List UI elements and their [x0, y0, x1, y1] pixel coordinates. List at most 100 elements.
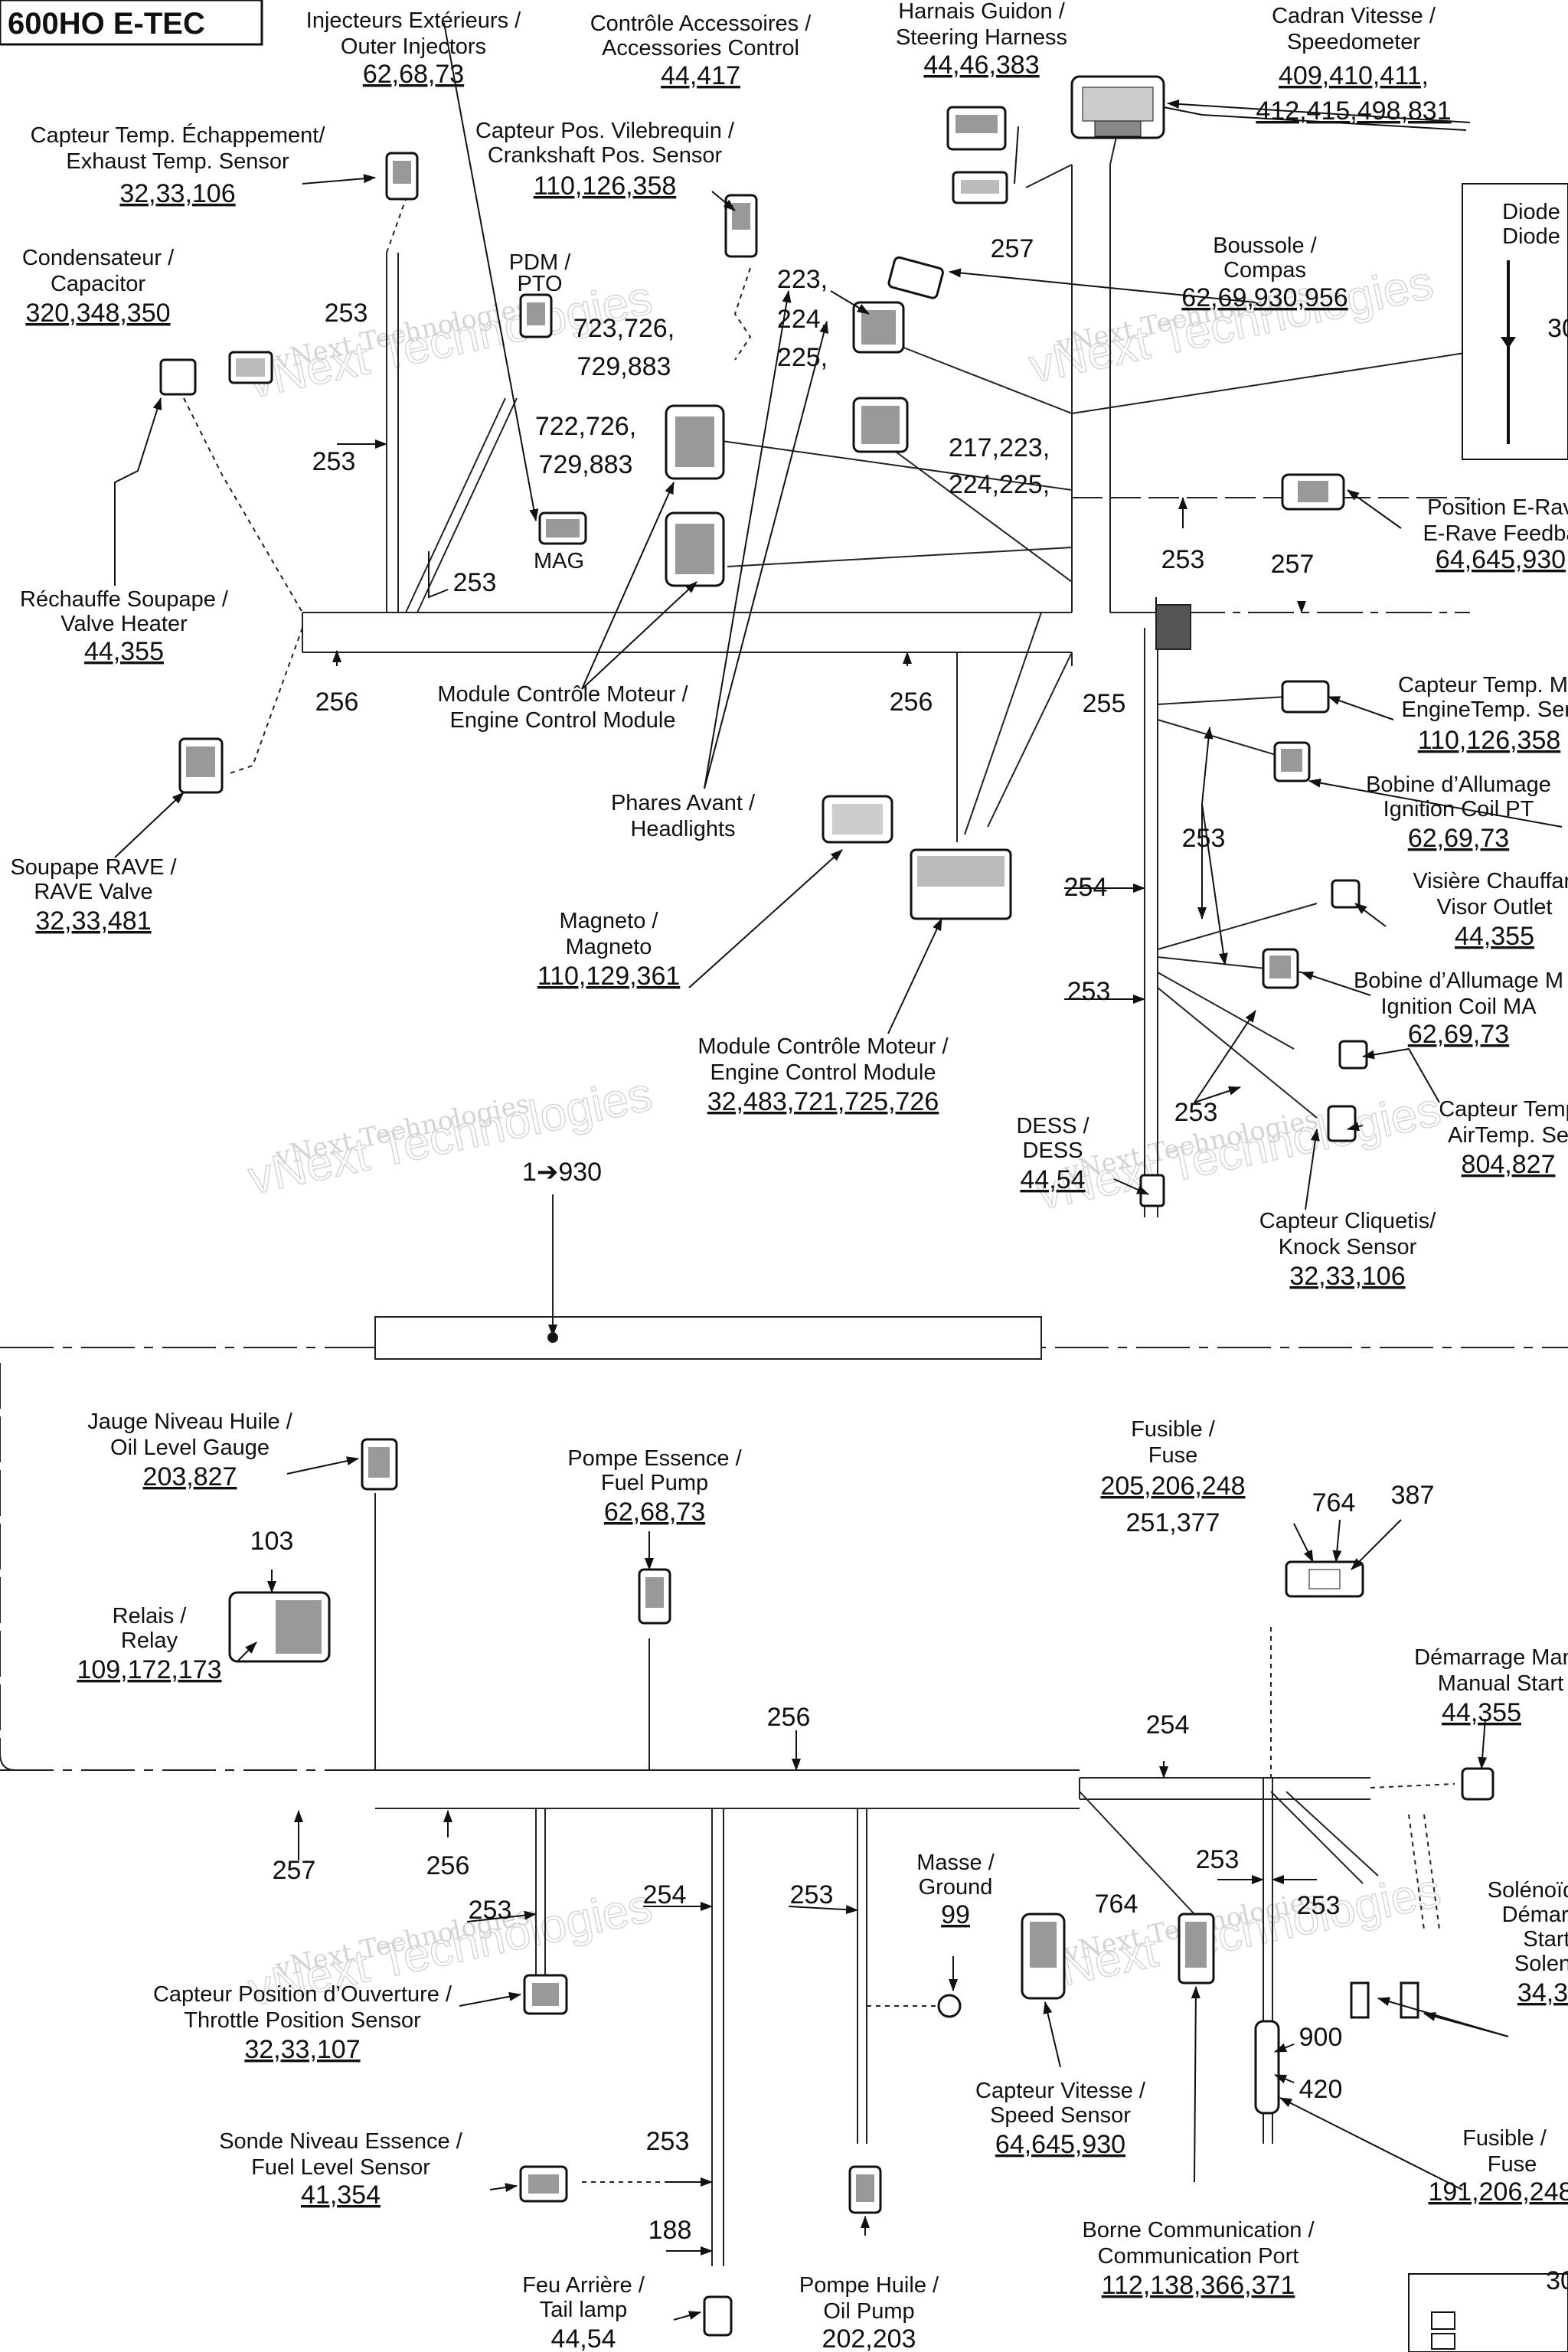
wire-label: 253: [469, 1896, 512, 1925]
bottom-leaders: [237, 1456, 1509, 2321]
parts-diode: 30: [1547, 314, 1568, 343]
connector-icon: [703, 2295, 733, 2337]
label-fuse-bottom-en: Fuse: [1488, 2152, 1537, 2177]
top-labels: Injecteurs Extérieurs / Outer Injectors …: [10, 0, 1568, 1291]
ref-722: 722,726,: [535, 412, 636, 441]
label-exhaust-fr: Capteur Temp. Échappement/: [31, 122, 326, 148]
connector-icon: [852, 397, 909, 453]
parts-erave: 64,645,930: [1436, 545, 1566, 574]
ref-188: 188: [648, 2216, 692, 2245]
parts-steering: 44,46,383: [923, 51, 1039, 80]
parts-speed-sensor: 64,645,930: [995, 2130, 1125, 2159]
connector-icon: [946, 106, 1007, 151]
top-leaders: [114, 22, 1563, 1210]
parts-air-temp: 804,827: [1462, 1150, 1556, 1179]
connector-icon: [1281, 473, 1345, 511]
model-title: 600HO E-TEC: [8, 7, 205, 41]
wire-label: 256: [315, 688, 359, 717]
ref-729a: 729,883: [577, 352, 671, 381]
wire-label: 253: [1067, 977, 1111, 1006]
label-coil-mag-en: Ignition Coil MA: [1380, 995, 1537, 1019]
label-relay-fr: Relais /: [113, 1604, 188, 1628]
label-ground-en: Ground: [919, 1875, 993, 1900]
parts-coil-pto: 62,69,73: [1408, 824, 1509, 853]
label-oil-gauge-en: Oil Level Gauge: [110, 1436, 270, 1460]
separator-ref: 1➔930: [522, 1158, 602, 1187]
connector-icon: [519, 293, 553, 338]
ref-900: 900: [1299, 2023, 1343, 2052]
label-fuse-top-en: Fuse: [1148, 1443, 1197, 1468]
fuse-inset: [1408, 2273, 1568, 2352]
ref-723: 723,726,: [573, 314, 675, 343]
label-throttle-fr: Capteur Position d’Ouverture /: [153, 1982, 452, 2007]
ref-224b: 224,225,: [949, 470, 1050, 499]
wire-label: 257: [991, 234, 1034, 263]
bottom-labels: Jauge Niveau Huile / Oil Level Gauge 203…: [77, 1410, 1568, 2352]
label-coil-pto-fr: Bobine d’Allumage: [1366, 773, 1551, 797]
parts-exhaust: 32,33,106: [119, 179, 235, 208]
parts-magneto: 110,129,361: [537, 962, 681, 991]
label-valve-heater-fr: Réchauffe Soupape /: [20, 587, 229, 612]
parts-relay: 109,172,173: [77, 1655, 221, 1684]
label-oil-pump-fr: Pompe Huile /: [799, 2273, 939, 2298]
parts-throttle: 32,33,107: [244, 2035, 360, 2064]
connector-icon: [852, 301, 905, 354]
wire-label: 253: [790, 1880, 834, 1909]
label-crank-fr: Capteur Pos. Vilebrequin /: [475, 119, 735, 143]
label-pdm: PDM /: [509, 250, 572, 275]
label-accessories-en: Accessories Control: [602, 36, 799, 60]
label-diode-en: Diode: [1502, 224, 1560, 249]
label-crank-en: Crankshaft Pos. Sensor: [488, 143, 723, 168]
label-headlights-fr: Phares Avant /: [611, 791, 756, 815]
wire-label: 253: [1196, 1845, 1240, 1874]
parts-solenoid: 34,3: [1517, 1978, 1568, 2007]
parts-coil-mag: 62,69,73: [1408, 1020, 1509, 1049]
label-magneto-en: Magneto: [566, 935, 652, 959]
label-outer-injectors-en: Outer Injectors: [341, 34, 486, 59]
wire-label: 253: [1161, 545, 1205, 574]
label-solenoid-2: Démarr: [1502, 1903, 1568, 1927]
label-tail-lamp-fr: Feu Arrière /: [522, 2273, 645, 2298]
connector-icon: [1281, 680, 1330, 714]
parts-ecm: 32,483,721,725,726: [707, 1087, 939, 1116]
ref-30: 30: [1546, 2266, 1568, 2295]
wire-label: 256: [890, 688, 933, 717]
wire-label: 253: [646, 2127, 690, 2156]
connector-icon: [665, 404, 725, 480]
label-outer-injectors-fr: Injecteurs Extérieurs /: [306, 8, 521, 33]
parts-speedometer-2: 412,415,498,831: [1256, 96, 1451, 126]
label-rave-en: RAVE Valve: [34, 880, 152, 904]
relay-icon: [228, 1591, 331, 1663]
ref-103: 103: [250, 1527, 294, 1556]
label-comm-port-fr: Borne Communication /: [1082, 2218, 1315, 2243]
parts-oil-gauge: 203,827: [143, 1462, 237, 1491]
label-steering-en: Steering Harness: [896, 25, 1067, 50]
parts-ground: 99: [941, 1900, 970, 1929]
top-harness: [183, 129, 1471, 1217]
parts-rave: 32,33,481: [35, 906, 151, 936]
connector-icon: [822, 795, 893, 844]
fuse-icon: [1285, 1560, 1364, 1598]
label-fuel-level-fr: Sonde Niveau Essence /: [219, 2129, 463, 2154]
label-speedometer-en: Speedometer: [1287, 30, 1420, 54]
label-dess-en: DESS: [1023, 1138, 1083, 1163]
label-relay-en: Relay: [121, 1628, 178, 1653]
wire-label: 253: [312, 447, 356, 476]
parts-oil-pump: 202,203: [822, 2324, 916, 2352]
label-dess-fr: DESS /: [1016, 1114, 1089, 1138]
connector-icon: [159, 358, 197, 396]
label-air-temp-fr: Capteur Temp: [1439, 1097, 1568, 1122]
label-speed-sensor-en: Speed Sensor: [990, 2103, 1131, 2128]
wire-label: 257: [1271, 550, 1315, 579]
ref-217: 217,223,: [949, 433, 1050, 462]
connector-icon: [178, 737, 224, 794]
label-engine-temp-fr: Capteur Temp. Mo: [1398, 673, 1568, 697]
label-magneto-fr: Magneto /: [560, 909, 659, 933]
label-capacitor-en: Capacitor: [51, 272, 145, 296]
connector-icon: [1327, 1105, 1357, 1142]
label-headlights-en: Headlights: [630, 817, 735, 841]
connector-icon: [665, 511, 725, 587]
connector-icon: [1338, 1040, 1368, 1070]
label-speedometer-fr: Cadran Vitesse /: [1272, 4, 1436, 28]
label-coil-mag-fr: Bobine d’Allumage M: [1354, 969, 1563, 993]
